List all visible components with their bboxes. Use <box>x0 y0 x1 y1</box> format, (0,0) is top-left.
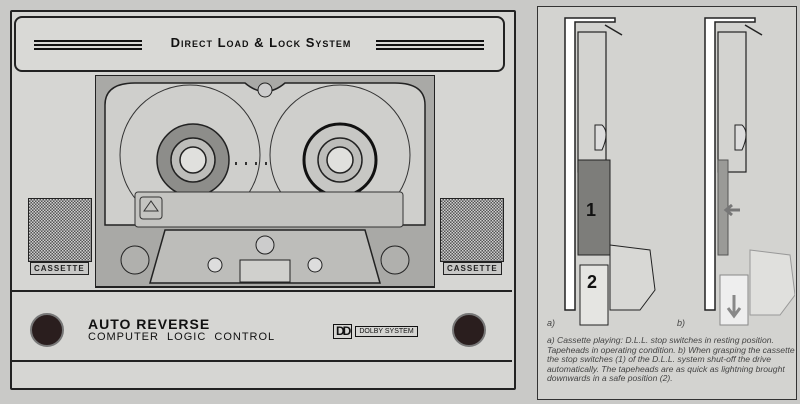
figure-b <box>704 17 795 326</box>
left-reel <box>156 123 230 197</box>
deck-bottom-edge <box>12 360 512 362</box>
part-2-label: 2 <box>587 272 598 292</box>
dll-banner: Direct Load & Lock System <box>14 16 505 72</box>
mechanism-drawings <box>564 17 795 326</box>
right-knob <box>452 313 486 347</box>
dolby-logo-icon: DD <box>333 324 353 339</box>
cassette-drawing <box>95 75 435 288</box>
auto-reverse-label: AUTO REVERSE <box>88 316 211 332</box>
left-cassette-label: CASSETTE <box>30 262 89 275</box>
dolby-text: DOLBY SYSTEM <box>355 326 418 337</box>
banner-stripes-right <box>376 40 484 50</box>
banner-stripes-left <box>34 40 142 50</box>
right-reel <box>302 122 378 198</box>
front-panel <box>12 290 512 360</box>
figure-b-label: b) <box>677 318 686 328</box>
dolby-badge: DD DOLBY SYSTEM <box>333 324 418 339</box>
figure-a-label: a) <box>547 318 556 328</box>
figure-a <box>564 17 656 326</box>
left-knob <box>30 313 64 347</box>
left-grille <box>28 198 92 262</box>
computer-logic-label: COMPUTER LOGIC CONTROL <box>88 331 276 343</box>
part-1-label: 1 <box>586 200 597 220</box>
arrow-down-icon <box>726 295 742 319</box>
arrow-left-icon <box>723 203 740 217</box>
right-grille <box>440 198 504 262</box>
banner-title: Direct Load & Lock System <box>170 35 352 50</box>
diagram-caption: a) Cassette playing: D.L.L. stop switche… <box>547 335 795 383</box>
right-cassette-label: CASSETTE <box>443 262 502 275</box>
